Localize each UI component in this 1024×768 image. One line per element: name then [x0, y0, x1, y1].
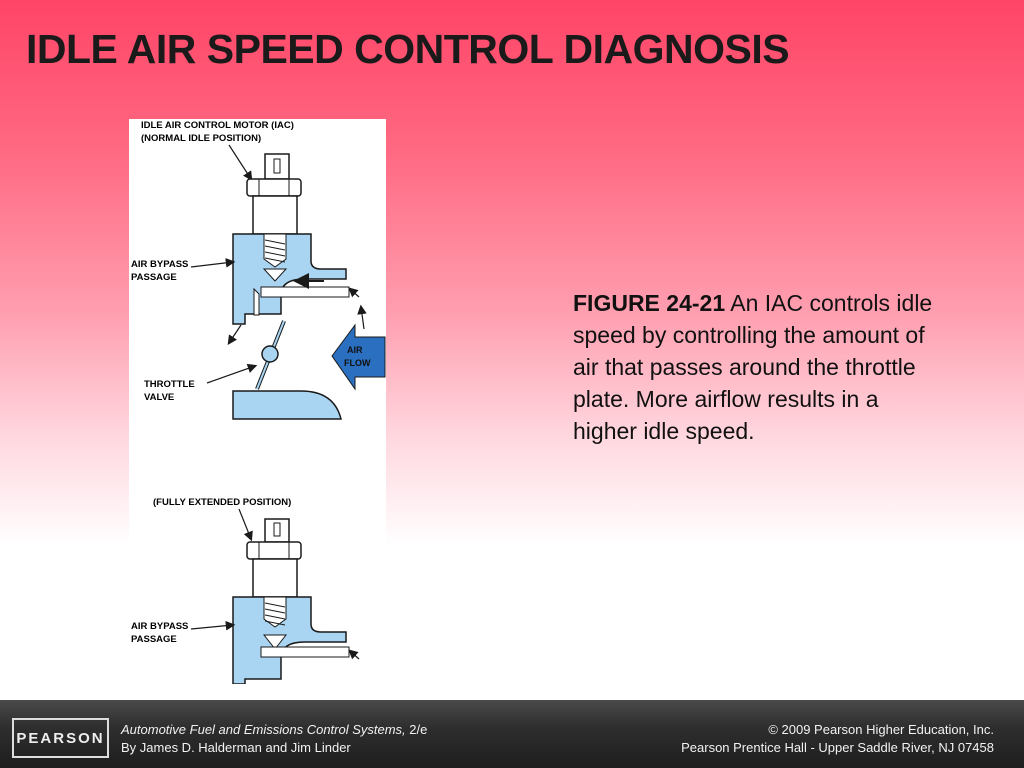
- label-air: AIR: [347, 345, 363, 355]
- label-throttle: THROTTLE: [144, 379, 195, 390]
- label-air-bypass-1: AIR BYPASS: [131, 259, 188, 270]
- slide-title: IDLE AIR SPEED CONTROL DIAGNOSIS: [26, 26, 790, 72]
- footer-bar: PEARSON Automotive Fuel and Emissions Co…: [0, 700, 1024, 768]
- book-authors: By James D. Halderman and Jim Linder: [121, 740, 351, 755]
- publisher: Pearson Prentice Hall - Upper Saddle Riv…: [681, 740, 994, 755]
- pearson-logo: PEARSON: [12, 718, 109, 758]
- iac-motor-upper: [232, 153, 367, 330]
- iac-diagram: IDLE AIR CONTROL MOTOR (IAC) (NORMAL IDL…: [129, 119, 386, 684]
- book-title: Automotive Fuel and Emissions Control Sy…: [121, 722, 406, 737]
- label-fully-extended: (FULLY EXTENDED POSITION): [153, 497, 291, 508]
- label-normal-idle: (NORMAL IDLE POSITION): [141, 133, 261, 144]
- label-iac-motor: IDLE AIR CONTROL MOTOR (IAC): [141, 120, 294, 131]
- book-edition: 2/e: [409, 722, 428, 737]
- copyright-info: © 2009 Pearson Higher Education, Inc. Pe…: [681, 721, 994, 757]
- label-passage-1: PASSAGE: [131, 272, 177, 283]
- copyright: © 2009 Pearson Higher Education, Inc.: [768, 722, 994, 737]
- label-valve: VALVE: [144, 392, 174, 403]
- label-air-bypass-2: AIR BYPASS: [131, 621, 188, 632]
- label-passage-2: PASSAGE: [131, 634, 177, 645]
- throttle-valve: [232, 320, 342, 420]
- air-flow-arrow: AIR FLOW: [331, 323, 386, 391]
- label-flow: FLOW: [344, 358, 371, 368]
- figure-number: FIGURE 24-21: [573, 290, 726, 316]
- iac-motor-lower: [232, 518, 360, 684]
- book-info: Automotive Fuel and Emissions Control Sy…: [121, 721, 427, 757]
- caption-text: An IAC controls idle speed by controllin…: [573, 290, 933, 444]
- figure-caption: FIGURE 24-21 An IAC controls idle speed …: [573, 287, 933, 447]
